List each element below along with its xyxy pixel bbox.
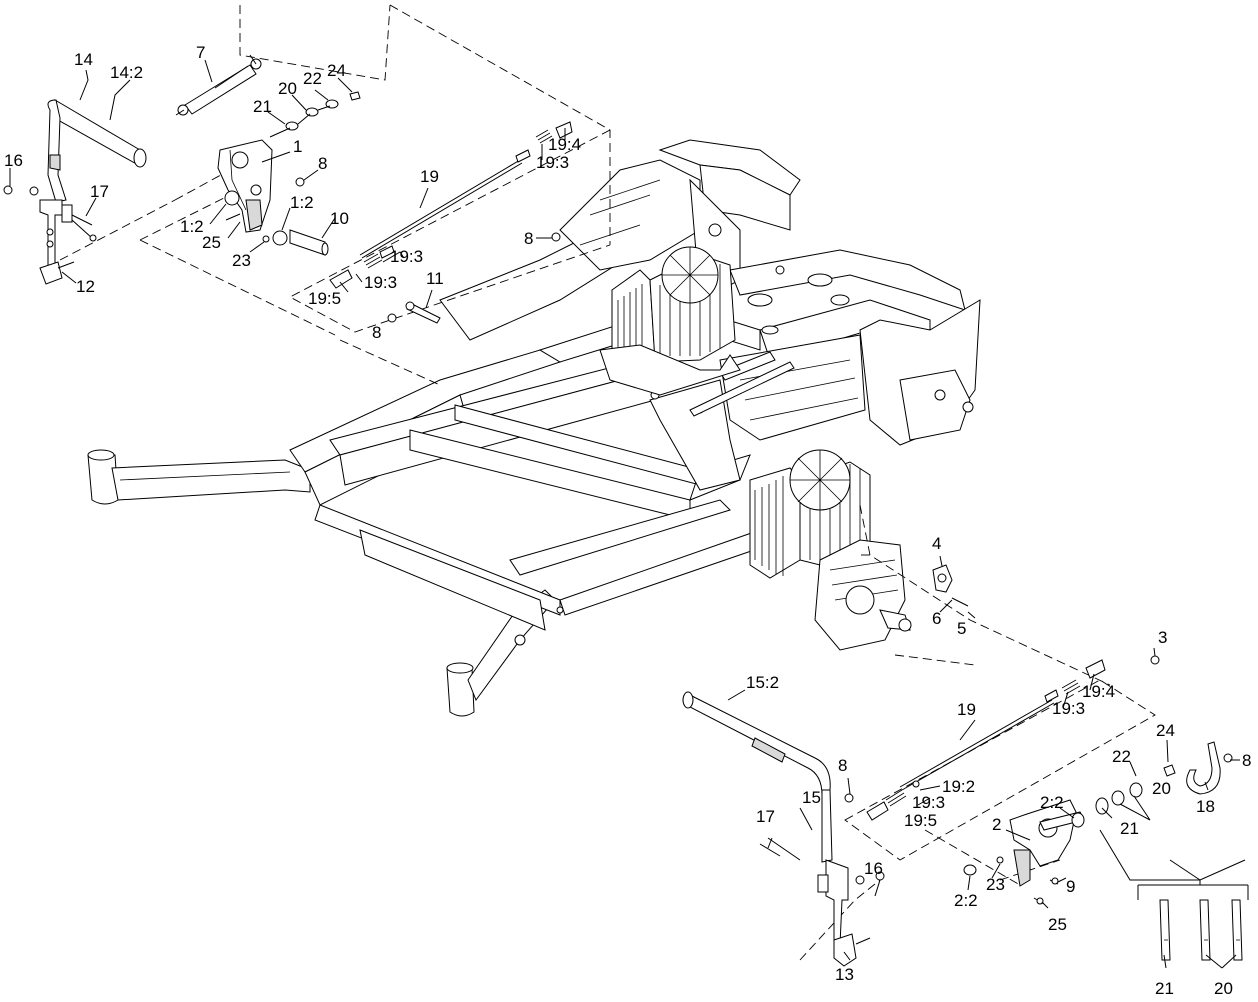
callout-19-5-top: 19:5 [308,289,341,308]
control-rod-upper [329,121,573,289]
callout-18: 18 [1196,797,1215,816]
callout-23-bot: 23 [986,875,1005,894]
callout-19-3-mid: 19:3 [390,247,423,266]
callout-19-3-bot: 19:3 [1052,699,1085,718]
callout-19-3-b2: 19:3 [912,793,945,812]
callout-19-3-top: 19:3 [536,153,569,172]
control-lever-left [3,99,147,285]
callout-14: 14 [74,50,93,69]
callout-2: 2 [992,815,1001,834]
control-lever-right [682,691,885,967]
transmission-upper [599,246,741,396]
callout-22-top: 22 [303,69,322,88]
callout-21-top: 21 [253,97,272,116]
callout-19-4-bot: 19:4 [1082,682,1115,701]
callout-20-top: 20 [278,79,297,98]
callout-20-bot: 20 [1152,779,1171,798]
callout-11: 11 [426,269,444,288]
callout-19-bot: 19 [957,700,976,719]
callout-1: 1 [293,137,302,156]
callout-7: 7 [196,43,205,62]
callout-24-bot: 24 [1156,721,1175,740]
callout-16-top: 16 [4,151,23,170]
callout-6: 6 [932,609,941,628]
callout-22-bot: 22 [1112,747,1131,766]
callout-1-2b: 1:2 [290,193,314,212]
callout-19-4-top: 19:4 [548,135,581,154]
washer-inset [1099,829,1249,961]
callout-24-top: 24 [327,61,346,80]
callout-1-2a: 1:2 [180,217,204,236]
callout-21-inset: 21 [1155,979,1174,998]
callout-14-2: 14:2 [110,63,143,82]
callout-8-a: 8 [318,154,327,173]
callout-8-c: 8 [372,323,381,342]
callout-5: 5 [957,619,966,638]
callout-8-d: 8 [1242,751,1251,770]
callout-25-top: 25 [202,233,221,252]
callout-4: 4 [932,534,941,553]
callout-10: 10 [330,209,349,228]
callout-13: 13 [835,965,854,984]
callout-8-e: 8 [838,756,847,775]
callout-25-bot: 25 [1048,915,1067,934]
callout-21-bot: 21 [1120,819,1139,838]
callout-3: 3 [1158,628,1167,647]
callout-9: 9 [1066,877,1075,896]
transmission-lower [749,449,912,651]
callout-2-2a: 2:2 [1040,793,1064,812]
callout-23-top: 23 [232,251,251,270]
lower-detail-group [799,504,1233,961]
leader-lines [9,59,1240,969]
callout-17-bot: 17 [756,807,775,826]
callout-20-inset: 20 [1214,979,1233,998]
callout-19-2: 19:2 [942,777,975,796]
callout-16-bot: 16 [864,859,883,878]
callout-2-2b: 2:2 [954,891,978,910]
callout-labels: 14 14:2 7 24 22 20 21 1 8 16 17 1:2 1:2 … [4,43,1251,998]
upper-detail-group [59,4,611,386]
callout-19-3-low: 19:3 [364,273,397,292]
callout-17-top: 17 [90,182,109,201]
callout-15-2: 15:2 [746,673,779,692]
callout-8-b: 8 [524,229,533,248]
callout-12: 12 [76,277,95,296]
callout-15: 15 [802,788,821,807]
callout-19-top: 19 [420,167,439,186]
callout-19-5-bot: 19:5 [904,811,937,830]
